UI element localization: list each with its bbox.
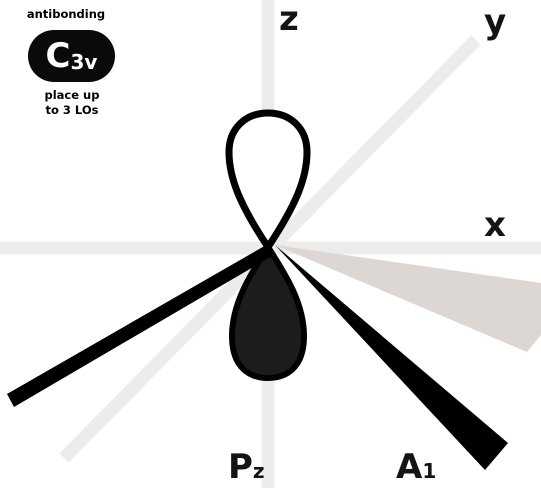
- pz-orbital-label: Pz: [228, 450, 265, 484]
- y-axis-label: y: [484, 2, 507, 42]
- upper-lobe: [225, 109, 311, 251]
- z-axis-label: z: [279, 0, 299, 39]
- badge-note-line1: place up: [44, 88, 100, 102]
- badge-note: place up to 3 LOs: [22, 88, 122, 118]
- a1-label-sub: 1: [422, 459, 437, 483]
- symmetry-main: C: [45, 36, 71, 76]
- a1-label-main: A: [396, 447, 423, 487]
- badge-note-line2: to 3 LOs: [45, 103, 99, 117]
- dark-wedge-a1: [275, 245, 508, 470]
- dark-arm-left: [7, 244, 272, 407]
- pz-label-main: P: [228, 447, 253, 487]
- lower-lobe: [229, 244, 307, 381]
- badge-title: antibonding: [26, 7, 106, 21]
- x-axis-label: x: [484, 205, 506, 245]
- pz-label-sub: z: [252, 459, 265, 483]
- light-wedge: [275, 245, 541, 352]
- symmetry-sub: 3v: [70, 50, 98, 74]
- a1-orbital-label: A1: [396, 450, 436, 484]
